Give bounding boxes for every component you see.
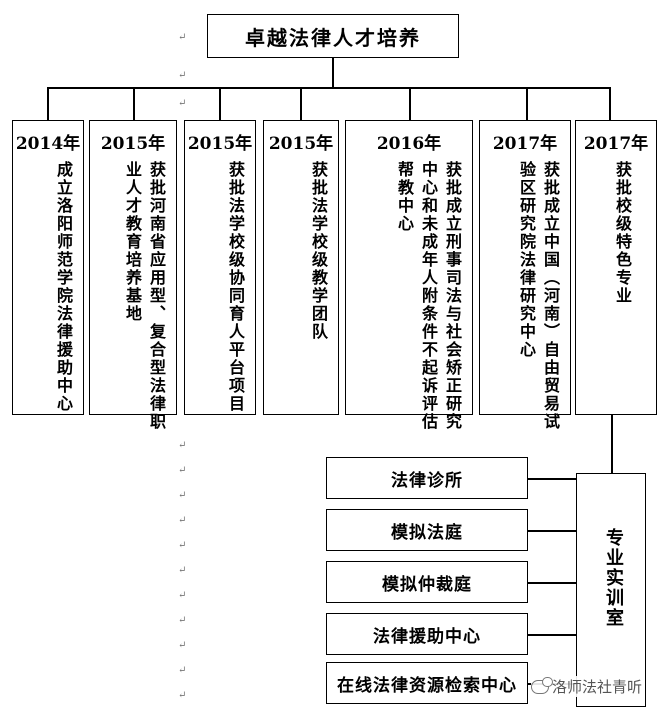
lab-connector: [611, 415, 613, 473]
diagram-title: 卓越法律人才培养: [207, 14, 459, 58]
milestone-box-2014: 2014年 成立洛阳师范学院法律援助中心: [12, 120, 84, 415]
facility-connector: [528, 530, 576, 532]
drop-line-7: [609, 87, 611, 120]
watermark: 洛师法社青听: [531, 676, 643, 697]
facility-box: 法律援助中心: [326, 613, 528, 655]
paragraph-mark: ↵: [178, 565, 187, 576]
horizontal-connector: [47, 87, 609, 89]
facility-connector: [528, 478, 576, 480]
wechat-icon: [531, 676, 553, 694]
paragraph-mark: ↵: [178, 98, 187, 109]
watermark-text: 洛师法社青听: [552, 678, 643, 696]
paragraph-mark: ↵: [178, 615, 187, 626]
milestone-box-2017-ftz: 2017年 获批成立中国（河南）自由贸易试验区研究院法律研究中心: [479, 120, 571, 431]
paragraph-mark: ↵: [178, 690, 187, 701]
paragraph-mark: ↵: [178, 490, 187, 501]
drop-line-6: [526, 87, 528, 120]
milestone-box-2015-base: 2015年 获批河南省应用型、复合型法律职业人才教育培养基地: [89, 120, 177, 431]
paragraph-mark: ↵: [178, 70, 187, 81]
drop-line-4: [300, 87, 302, 120]
milestone-year: 2014年: [15, 134, 81, 154]
paragraph-mark: ↵: [178, 440, 187, 451]
drop-line-2: [133, 87, 135, 120]
milestone-year: 2015年: [100, 134, 166, 154]
milestone-year: 2017年: [492, 134, 558, 154]
milestone-text: 获批校级特色专业: [613, 161, 632, 305]
facility-connector: [528, 582, 576, 584]
milestone-box-2017-major: 2017年 获批校级特色专业: [575, 120, 657, 415]
paragraph-mark: ↵: [178, 465, 187, 476]
facility-connector: [528, 634, 576, 636]
training-lab-label: 专业实训室: [603, 528, 624, 628]
milestone-box-2015-team: 2015年 获批法学校级教学团队: [263, 120, 339, 415]
paragraph-mark: ↵: [178, 590, 187, 601]
paragraph-mark: ↵: [178, 540, 187, 551]
facility-box: 模拟仲裁庭: [326, 561, 528, 603]
paragraph-mark: ↵: [178, 515, 187, 526]
paragraph-mark: ↵: [178, 640, 187, 651]
facility-box: 在线法律资源检索中心: [326, 662, 528, 704]
milestone-text: 获批法学校级协同育人平台项目: [226, 161, 245, 413]
milestone-year: 2015年: [268, 134, 334, 154]
drop-line-5: [409, 87, 411, 120]
drop-line-3: [219, 87, 221, 120]
milestone-text: 获批法学校级教学团队: [309, 161, 328, 341]
milestone-year: 2016年: [376, 134, 442, 154]
milestone-box-2015-platform: 2015年 获批法学校级协同育人平台项目: [184, 120, 256, 415]
facility-box: 模拟法庭: [326, 509, 528, 551]
milestone-text: 获批成立刑事司法与社会矫正研究中心和未成年人附条件不起诉评估帮教中心: [395, 161, 462, 431]
paragraph-mark: ↵: [178, 32, 187, 43]
paragraph-mark: ↵: [178, 665, 187, 676]
milestone-year: 2015年: [187, 134, 253, 154]
milestone-box-2016: 2016年 获批成立刑事司法与社会矫正研究中心和未成年人附条件不起诉评估帮教中心: [345, 120, 473, 431]
title-connector: [332, 58, 334, 88]
training-lab-box: 专业实训室: [576, 473, 646, 707]
milestone-text: 获批河南省应用型、复合型法律职业人才教育培养基地: [123, 161, 166, 431]
drop-line-1: [47, 87, 49, 120]
milestone-text: 获批成立中国（河南）自由贸易试验区研究院法律研究中心: [517, 161, 560, 431]
milestone-text: 成立洛阳师范学院法律援助中心: [54, 161, 73, 413]
milestone-year: 2017年: [583, 134, 649, 154]
facility-box: 法律诊所: [326, 457, 528, 499]
